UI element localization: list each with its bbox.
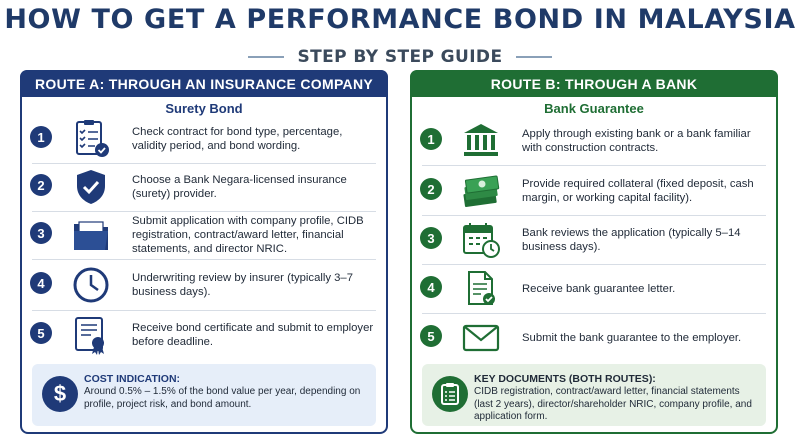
step-text: Check contract for bond type, percentage… [132, 126, 343, 152]
clipboard-icon [432, 376, 468, 412]
subtitle-line-left [247, 56, 284, 58]
folder-icon [74, 221, 108, 250]
step-text: Provide required collateral (fixed depos… [522, 178, 754, 204]
step-text: Underwriting review by insurer (typicall… [132, 272, 354, 298]
step-number: 2 [30, 174, 52, 196]
dollar-icon: $ [42, 376, 78, 412]
route-a-step-1: 1 Check contract for bond type, percenta… [22, 116, 386, 162]
clock-icon [73, 267, 109, 303]
certificate-icon [75, 317, 104, 355]
shield-check-icon [77, 170, 105, 204]
step-number: 1 [420, 128, 442, 150]
divider [32, 259, 376, 260]
route-a-step-5: 5 Receive bond certificate and submit to… [22, 312, 386, 358]
subtitle: STEP BY STEP GUIDE [297, 47, 503, 67]
cash-icon [463, 175, 500, 208]
step-number: 5 [30, 322, 52, 344]
step-text: Receive bond certificate and submit to e… [132, 322, 374, 348]
step-text: Submit application with company profile,… [132, 215, 364, 255]
route-b-step-1: 1 Apply through existing bank or a bank … [412, 118, 776, 164]
divider [422, 165, 766, 166]
checklist-icon [76, 120, 109, 157]
divider [422, 313, 766, 314]
route-b-step-5: 5 Submit the bank guarantee to the emplo… [412, 315, 776, 361]
document-check-icon [468, 271, 495, 305]
route-a-header: ROUTE A: THROUGH AN INSURANCE COMPANY [20, 70, 388, 97]
route-a-panel: ROUTE A: THROUGH AN INSURANCE COMPANY Su… [20, 70, 388, 434]
route-a-subheader: Surety Bond [165, 101, 243, 116]
step-text: Receive bank guarantee letter. [522, 283, 676, 295]
route-b-step-4: 4 Receive bank guarantee letter. [412, 266, 776, 312]
divider [32, 310, 376, 311]
envelope-icon [462, 324, 500, 352]
divider [422, 264, 766, 265]
route-b-step-3: 3 Bank reviews the application (typicall… [412, 217, 776, 263]
cost-indication-box: $ COST INDICATION: Around 0.5% – 1.5% of… [32, 364, 376, 426]
step-text: Apply through existing bank or a bank fa… [522, 128, 751, 154]
subtitle-row: STEP BY STEP GUIDE [0, 44, 800, 70]
key-documents-box: KEY DOCUMENTS (BOTH ROUTES): CIDB regist… [422, 364, 766, 426]
step-number: 4 [30, 272, 52, 294]
subtitle-line-right [516, 56, 553, 58]
route-b-step-2: 2 Provide required collateral (fixed dep… [412, 168, 776, 214]
note-title: COST INDICATION: [84, 373, 181, 385]
step-text: Submit the bank guarantee to the employe… [522, 332, 742, 344]
step-number: 3 [30, 222, 52, 244]
step-number: 3 [420, 227, 442, 249]
calendar-clock-icon [463, 223, 500, 258]
divider [32, 163, 376, 164]
route-b-header: ROUTE B: THROUGH A BANK [410, 70, 778, 97]
route-b-panel: ROUTE B: THROUGH A BANK Bank Guarantee 1… [410, 70, 778, 434]
bank-icon [464, 124, 498, 156]
route-a-step-4: 4 Underwriting review by insurer (typica… [22, 262, 386, 308]
note-body: Around 0.5% – 1.5% of the bond value per… [84, 386, 361, 410]
step-text: Choose a Bank Negara-licensed insurance … [132, 174, 347, 200]
divider [32, 211, 376, 212]
step-number: 2 [420, 178, 442, 200]
step-number: 1 [30, 126, 52, 148]
route-a-step-2: 2 Choose a Bank Negara-licensed insuranc… [22, 164, 386, 210]
divider [422, 215, 766, 216]
step-number: 5 [420, 325, 442, 347]
note-title: KEY DOCUMENTS (BOTH ROUTES): [474, 373, 656, 385]
step-number: 4 [420, 276, 442, 298]
note-body: CIDB registration, contract/award letter… [474, 386, 752, 422]
route-b-subheader: Bank Guarantee [544, 101, 644, 116]
step-text: Bank reviews the application (typically … [522, 227, 741, 253]
route-a-step-3: 3 Submit application with company profil… [22, 212, 386, 258]
page-title: HOW TO GET A PERFORMANCE BOND IN MALAYSI… [4, 4, 796, 35]
